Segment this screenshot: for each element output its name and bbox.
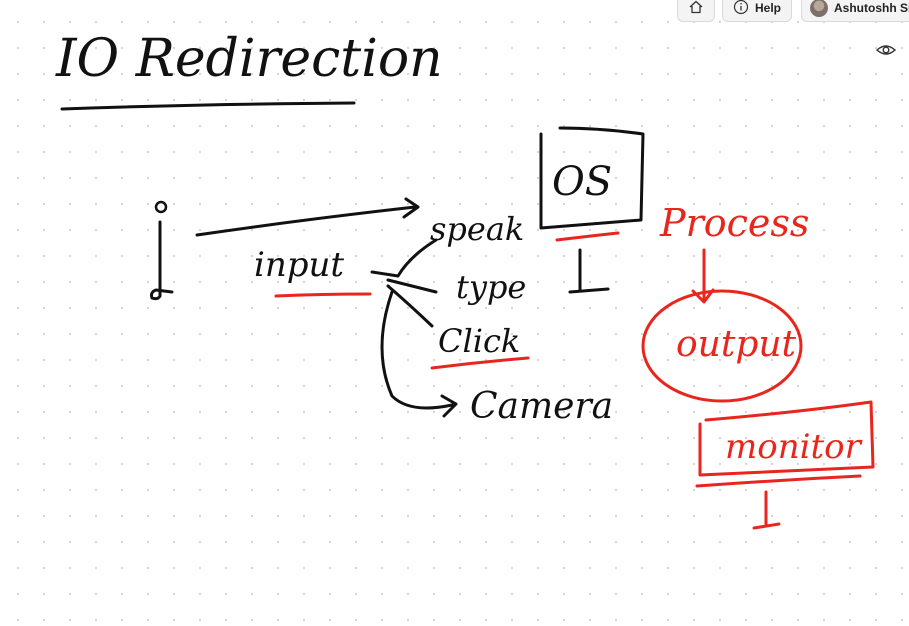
home-button[interactable] (677, 0, 715, 22)
speak-label: speak (430, 210, 524, 248)
os-label: OS (552, 159, 612, 205)
avatar (810, 0, 828, 17)
camera-label: Camera (470, 386, 613, 427)
type-label: type (456, 268, 526, 306)
click-underline (430, 356, 530, 370)
monitor-underline (695, 474, 862, 488)
click-label: Click (438, 322, 520, 360)
process-label: Process (659, 201, 809, 245)
view-toggle-button[interactable] (874, 40, 898, 60)
info-circle-icon (733, 0, 749, 18)
input-label: input (254, 245, 344, 285)
user-name: Ashutoshh Sing (834, 1, 909, 15)
output-ellipse (641, 289, 803, 403)
user-stick-figure (150, 200, 174, 301)
title-underline (60, 101, 356, 111)
output-label: output (676, 324, 797, 365)
os-box (539, 126, 645, 230)
home-icon (688, 0, 704, 18)
eye-icon (874, 45, 898, 64)
branch-type (386, 278, 438, 294)
monitor-box (698, 400, 875, 477)
monitor-ground (752, 490, 781, 530)
monitor-label: monitor (725, 427, 863, 467)
help-label: Help (755, 1, 782, 15)
board-title: IO Redirection (55, 29, 443, 89)
branch-speak (370, 238, 438, 278)
branch-camera (380, 290, 458, 418)
help-button[interactable]: Help (722, 0, 792, 22)
input-underline (274, 292, 372, 298)
user-menu-button[interactable]: Ashutoshh Sing (801, 0, 909, 22)
branch-click (386, 284, 434, 328)
arrow-to-speak (195, 197, 420, 237)
os-ground (568, 248, 610, 294)
os-underline (555, 231, 620, 242)
